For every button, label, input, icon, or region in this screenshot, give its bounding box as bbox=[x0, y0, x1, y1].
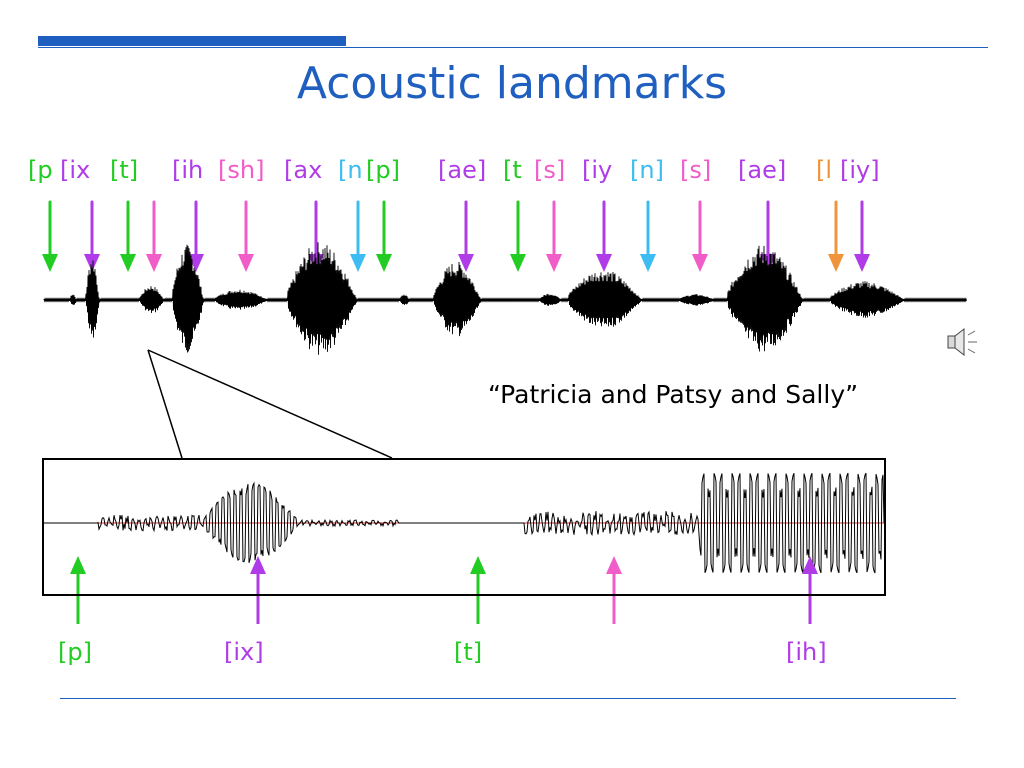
top-label-iy: [iy bbox=[582, 156, 613, 184]
down-arrow-icon bbox=[238, 200, 254, 272]
up-arrow-icon bbox=[250, 556, 266, 624]
main-waveform bbox=[43, 242, 967, 355]
down-arrow-icon bbox=[120, 200, 136, 272]
bottom-label-t: [t] bbox=[454, 638, 483, 666]
up-arrow-icon bbox=[606, 556, 622, 624]
down-arrow-icon bbox=[350, 200, 366, 272]
top-label-ae2: [ae] bbox=[738, 156, 787, 184]
down-arrow-icon bbox=[510, 200, 526, 272]
top-label-s: [s] bbox=[534, 156, 566, 184]
top-label-ix: [ix bbox=[60, 156, 91, 184]
down-arrow-icon bbox=[376, 200, 392, 272]
utterance-caption: “Patricia and Patsy and Sally” bbox=[488, 380, 859, 409]
zoom-inset-frame bbox=[42, 458, 886, 596]
bottom-arrows bbox=[70, 556, 818, 624]
zoom-waveform-trace bbox=[44, 472, 885, 574]
bottom-label-ih: [ih] bbox=[786, 638, 827, 666]
down-arrow-icon bbox=[596, 200, 612, 272]
zoom-connector-left bbox=[147, 349, 183, 459]
down-arrow-icon bbox=[84, 200, 100, 272]
down-arrow-icon bbox=[828, 200, 844, 272]
down-arrow-icon bbox=[640, 200, 656, 272]
top-label-n2: [n] bbox=[630, 156, 664, 184]
top-label-ae: [ae] bbox=[438, 156, 487, 184]
footer-rule bbox=[60, 698, 956, 699]
up-arrow-icon bbox=[70, 556, 86, 624]
down-arrow-icon bbox=[458, 200, 474, 272]
top-label-ax: [ax bbox=[284, 156, 323, 184]
top-label-l: [l bbox=[816, 156, 833, 184]
down-arrow-icon bbox=[692, 200, 708, 272]
top-label-p2: [p] bbox=[366, 156, 400, 184]
bottom-label-ix: [ix] bbox=[224, 638, 264, 666]
slide-title: Acoustic landmarks bbox=[296, 58, 728, 109]
main-waveform-trace bbox=[43, 242, 967, 355]
speaker-icon[interactable] bbox=[944, 326, 980, 358]
down-arrow-icon bbox=[146, 200, 162, 272]
top-label-t: [t] bbox=[110, 156, 139, 184]
top-label-s2: [s] bbox=[680, 156, 712, 184]
bottom-label-p: [p] bbox=[58, 638, 92, 666]
top-label-iy2: [iy] bbox=[840, 156, 880, 184]
zoom-waveform bbox=[44, 472, 885, 574]
top-label-ih: [ih bbox=[172, 156, 204, 184]
top-arrows bbox=[42, 200, 870, 272]
top-label-p: [p bbox=[28, 156, 53, 184]
top-label-n: [n bbox=[338, 156, 363, 184]
top-label-sh: [sh] bbox=[218, 156, 265, 184]
header-rule bbox=[38, 47, 988, 48]
top-label-t2: [t bbox=[503, 156, 522, 184]
down-arrow-icon bbox=[42, 200, 58, 272]
zoom-connector-right bbox=[147, 349, 393, 459]
up-arrow-icon bbox=[470, 556, 486, 624]
down-arrow-icon bbox=[546, 200, 562, 272]
down-arrow-icon bbox=[854, 200, 870, 272]
header-accent-bar bbox=[38, 36, 346, 46]
down-arrow-icon bbox=[188, 200, 204, 272]
up-arrow-icon bbox=[802, 556, 818, 624]
